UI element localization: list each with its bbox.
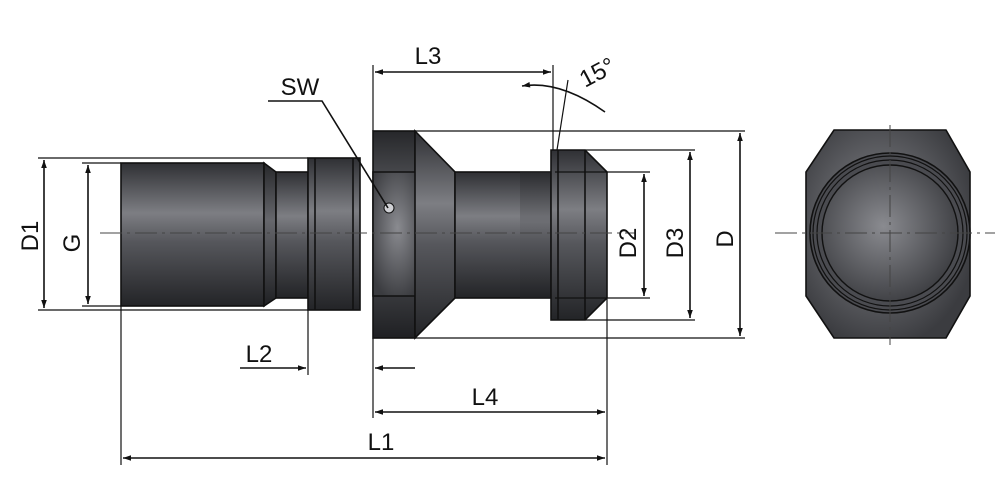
thread-chamfer xyxy=(263,161,277,308)
thread-section xyxy=(120,162,265,307)
relief-groove xyxy=(275,171,309,299)
label-sw: SW xyxy=(281,74,320,101)
label-d: D xyxy=(712,230,739,247)
dimension-lines xyxy=(41,69,743,461)
pull-stud-side-view xyxy=(100,129,635,340)
label-angle: 15° xyxy=(575,52,620,93)
label-l4: L4 xyxy=(472,384,499,411)
label-d2: D2 xyxy=(615,228,642,259)
neck-taper xyxy=(520,172,551,298)
sw-leader xyxy=(268,100,389,209)
angle-arc xyxy=(521,81,606,113)
collar-section xyxy=(307,157,361,311)
head-section xyxy=(550,149,608,321)
label-l1: L1 xyxy=(368,429,395,456)
label-l3: L3 xyxy=(415,43,442,70)
label-d3: D3 xyxy=(662,228,689,259)
extension-lines xyxy=(38,65,745,465)
label-d1: D1 xyxy=(17,221,44,252)
label-l2: L2 xyxy=(246,341,273,368)
pull-stud-end-view xyxy=(775,125,995,345)
label-g: G xyxy=(59,234,86,253)
cone-section xyxy=(414,129,456,340)
